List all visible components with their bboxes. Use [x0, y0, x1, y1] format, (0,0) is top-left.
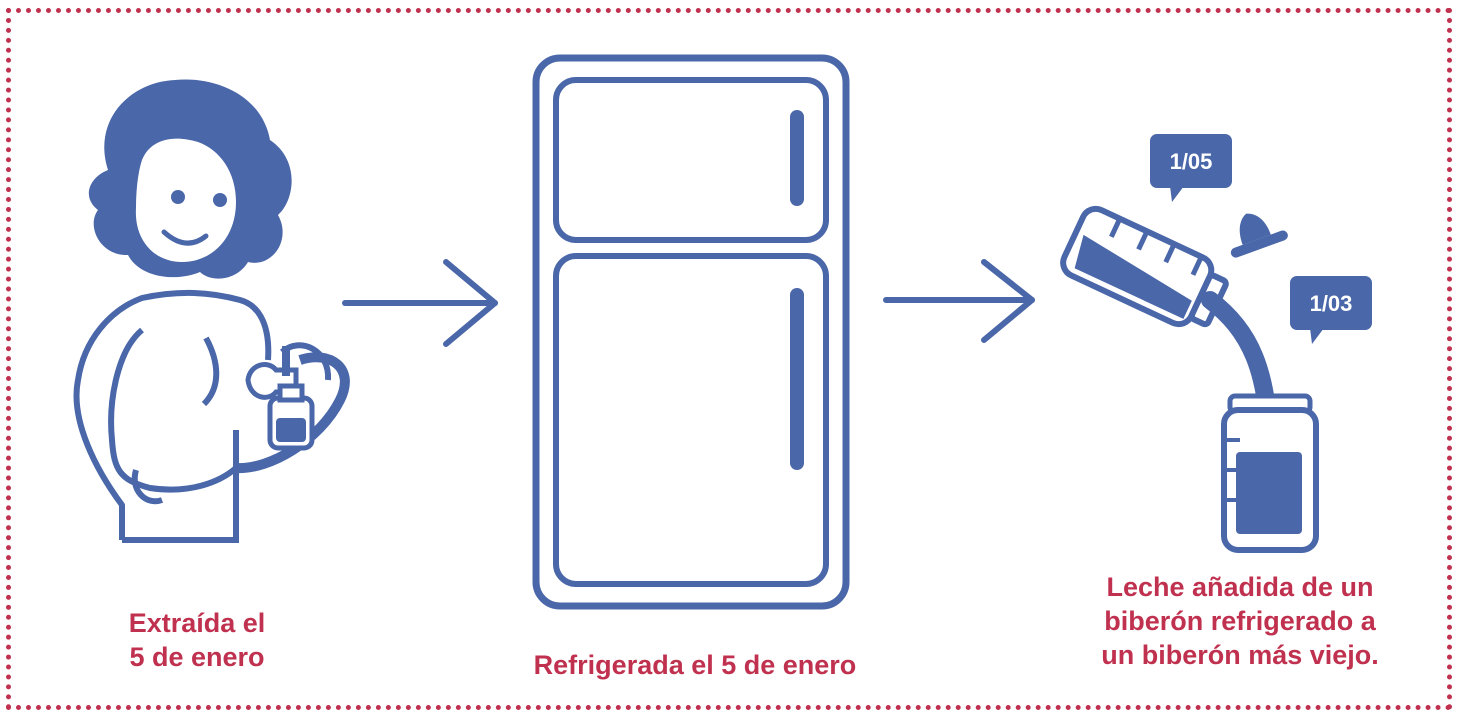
date-tag-newer-label: 1/05: [1170, 149, 1213, 174]
caption-refrigerated: Refrigerada el 5 de enero: [533, 650, 857, 680]
caption-combined: Leche añadida de un biberón refrigerado …: [1101, 572, 1379, 670]
date-tag-older: 1/03: [1290, 276, 1372, 344]
caption-expressed: Extraída el 5 de enero: [128, 608, 266, 672]
date-tag-older-label: 1/03: [1310, 291, 1353, 316]
woman-pumping-icon: [73, 79, 350, 543]
dotted-border: [6, 8, 1452, 710]
arrow-right-icon: [342, 259, 498, 347]
pouring-bottles-icon: [1060, 205, 1319, 553]
arrow-right-icon-2: [883, 259, 1035, 343]
date-tag-newer: 1/05: [1150, 134, 1232, 202]
refrigerator-icon: [532, 54, 850, 610]
